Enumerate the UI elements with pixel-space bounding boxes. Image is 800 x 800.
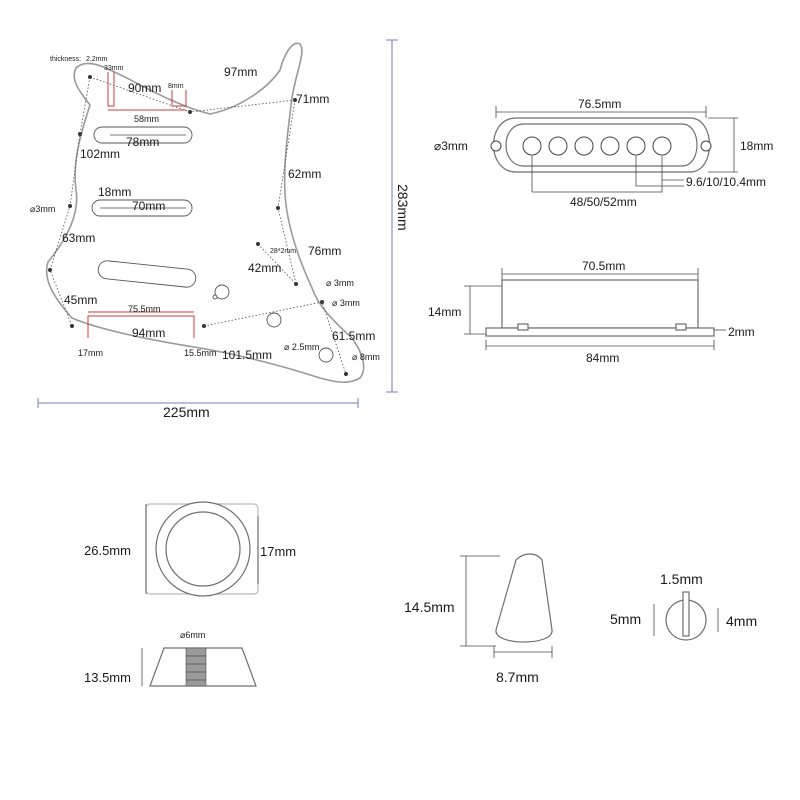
mount-hole-left bbox=[490, 140, 502, 152]
screw-dot bbox=[48, 268, 52, 272]
small-tip-slot bbox=[682, 591, 690, 637]
pickup-top-view: 76.5mm ⌀3mm 18mm 9.6/10/10.4mm 48/50/52m… bbox=[434, 97, 773, 209]
label-18mm-width: 18mm bbox=[740, 139, 773, 153]
pickup-side-body bbox=[501, 279, 699, 329]
knob-shaft-hole bbox=[185, 647, 207, 687]
label-5mm: 5mm bbox=[610, 611, 641, 627]
small-hole-1 bbox=[212, 294, 218, 300]
label-1-5mm: 1.5mm bbox=[660, 571, 703, 587]
label-45mm: 45mm bbox=[64, 293, 97, 307]
bridge-pickup-slot bbox=[97, 260, 197, 288]
label-6mm-shaft: ⌀6mm bbox=[180, 630, 205, 640]
label-102mm: 102mm bbox=[80, 147, 120, 161]
pole-piece-4 bbox=[600, 136, 620, 156]
label-283mm: 283mm bbox=[395, 184, 411, 231]
label-3mm-b: ⌀ 3mm bbox=[332, 298, 360, 308]
label-97mm: 97mm bbox=[224, 65, 257, 79]
label-9-6mm: 9.6/10/10.4mm bbox=[686, 175, 766, 189]
knob-drawing: 26.5mm 17mm ⌀6mm 13.5mm bbox=[84, 501, 296, 687]
label-75-5mm: 75.5mm bbox=[128, 304, 161, 314]
label-28x2mm: 28*2mm bbox=[270, 248, 296, 255]
small-tip-drawing: 1.5mm 5mm 4mm bbox=[610, 571, 757, 641]
label-33mm: 33mm bbox=[104, 65, 124, 72]
label-14-5mm: 14.5mm bbox=[404, 599, 455, 615]
pickup-side-base bbox=[485, 327, 715, 337]
switch-tip-outline bbox=[495, 553, 553, 643]
label-70mm: 70mm bbox=[132, 199, 165, 213]
label-42mm: 42mm bbox=[248, 261, 281, 275]
knob-inner-circle bbox=[165, 511, 241, 587]
label-61-5mm: 61.5mm bbox=[332, 329, 375, 343]
label-94mm: 94mm bbox=[132, 326, 165, 340]
label-8-7mm: 8.7mm bbox=[496, 669, 539, 685]
pole-piece-3 bbox=[574, 136, 594, 156]
screw-dot bbox=[70, 324, 74, 328]
label-18mm: 18mm bbox=[98, 185, 131, 199]
label-225mm: 225mm bbox=[163, 404, 210, 420]
label-71mm: 71mm bbox=[296, 92, 329, 106]
label-62mm: 62mm bbox=[288, 167, 321, 181]
tone-pot-hole-1 bbox=[266, 312, 282, 328]
jack-hole bbox=[318, 347, 334, 363]
label-3mm-mount: ⌀3mm bbox=[434, 139, 468, 153]
label-84mm: 84mm bbox=[586, 351, 619, 365]
label-78mm: 78mm bbox=[126, 135, 159, 149]
label-3mm-a: ⌀ 3mm bbox=[326, 278, 354, 288]
dim-8mm-bracket bbox=[171, 90, 187, 107]
label-70-5mm: 70.5mm bbox=[582, 259, 625, 273]
label-48mm: 48/50/52mm bbox=[570, 195, 637, 209]
dim-bottom-bracket bbox=[87, 315, 195, 338]
label-76mm: 76mm bbox=[308, 244, 341, 258]
pickup-side-view: 70.5mm 14mm 2mm 84mm bbox=[428, 259, 755, 365]
label-26-5mm: 26.5mm bbox=[84, 543, 131, 558]
label-17mm-knob: 17mm bbox=[260, 544, 296, 559]
label-90mm: 90mm bbox=[128, 81, 161, 95]
dim-33mm-bracket bbox=[107, 72, 115, 107]
pickguard-drawing: thickness: 2.2mm 33mm 90mm 8mm 97mm 71mm… bbox=[30, 39, 411, 420]
pole-piece-2 bbox=[548, 136, 568, 156]
label-thickness-value: 2.2mm bbox=[86, 56, 108, 63]
pole-piece-6 bbox=[652, 136, 672, 156]
switch-tip-drawing: 14.5mm 8.7mm bbox=[404, 553, 553, 685]
label-2-5mm: ⌀ 2.5mm bbox=[284, 342, 319, 352]
label-thickness: thickness: bbox=[50, 56, 81, 63]
label-76-5mm: 76.5mm bbox=[578, 97, 621, 111]
label-63mm: 63mm bbox=[62, 231, 95, 245]
label-17mm: 17mm bbox=[78, 348, 103, 358]
pole-piece-1 bbox=[522, 136, 542, 156]
label-58mm: 58mm bbox=[134, 114, 159, 124]
label-13-5mm: 13.5mm bbox=[84, 670, 131, 685]
volume-pot-hole bbox=[214, 284, 230, 300]
label-14mm: 14mm bbox=[428, 305, 461, 319]
label-8mm: 8mm bbox=[168, 83, 184, 90]
label-15-5mm: 15.5mm bbox=[184, 348, 217, 358]
label-4mm: 4mm bbox=[726, 613, 757, 629]
mount-hole-right bbox=[700, 140, 712, 152]
screw-dot bbox=[78, 132, 82, 136]
pole-piece-5 bbox=[626, 136, 646, 156]
label-3mm-left: ⌀3mm bbox=[30, 204, 55, 214]
label-101-5mm: 101.5mm bbox=[222, 348, 272, 362]
label-8mm-hole: ⌀ 8mm bbox=[352, 352, 380, 362]
label-2mm: 2mm bbox=[728, 325, 755, 339]
